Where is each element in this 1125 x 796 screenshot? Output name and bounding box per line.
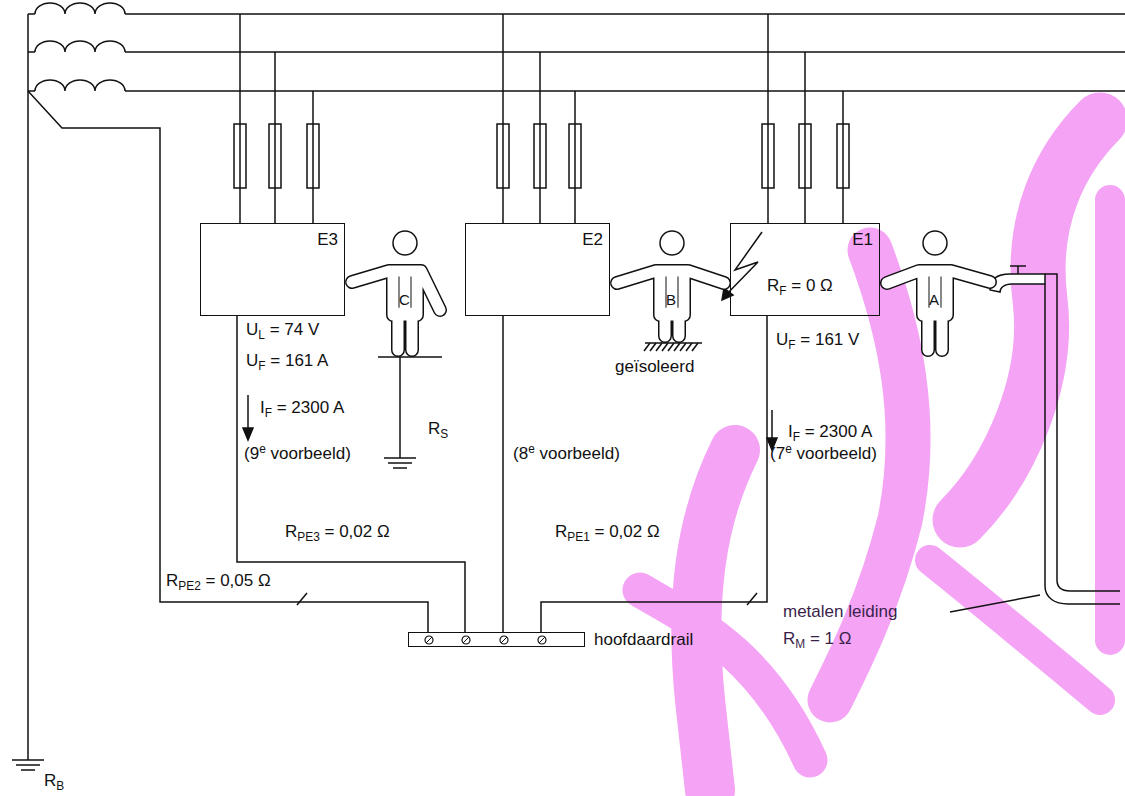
person-letter: C [399,292,410,309]
resistance-label: RM = 1 Ω [783,630,851,649]
example-note: (8e voorbeeld) [513,445,620,464]
pe-conductor [541,316,767,632]
insulation-note: geïsoleerd [615,358,694,377]
example-note: (7e voorbeeld) [770,445,877,464]
pipe-label: metalen leiding [783,603,897,622]
equipment-box: E3 [200,223,345,316]
pe-conductor [502,316,504,632]
person-letter: B [666,292,676,309]
pe-conductor [237,316,465,632]
current-label: IF = 2300 A [260,399,344,418]
person-letter: A [929,292,939,309]
resistance-label: RPE2 = 0,05 Ω [166,572,271,591]
voltage-label: UF = 161 A [246,352,328,371]
rail-label: hoofdaardrail [594,631,693,650]
current-label: IF = 2300 A [788,423,872,442]
resistance-label: RPE1 = 0,02 Ω [555,523,660,542]
resistance-label: RPE3 = 0,02 Ω [285,523,390,542]
box-label: E3 [317,231,338,250]
main-earth-rail: hoofdaardrail [408,632,585,647]
box-label: E2 [582,231,603,250]
resistance-label: RS [428,420,448,439]
example-note: (9e voorbeeld) [244,445,351,464]
terminal-symbols [409,633,586,648]
equipment-box: E1 RF = 0 Ω [730,223,880,316]
voltage-label: UF = 161 V [776,331,859,350]
resistance-label: RB [44,772,64,791]
voltage-label: UL = 74 V [246,321,319,340]
fault-resistance: RF = 0 Ω [767,277,833,296]
equipment-box: E2 [465,223,610,316]
box-label: E1 [852,231,873,250]
